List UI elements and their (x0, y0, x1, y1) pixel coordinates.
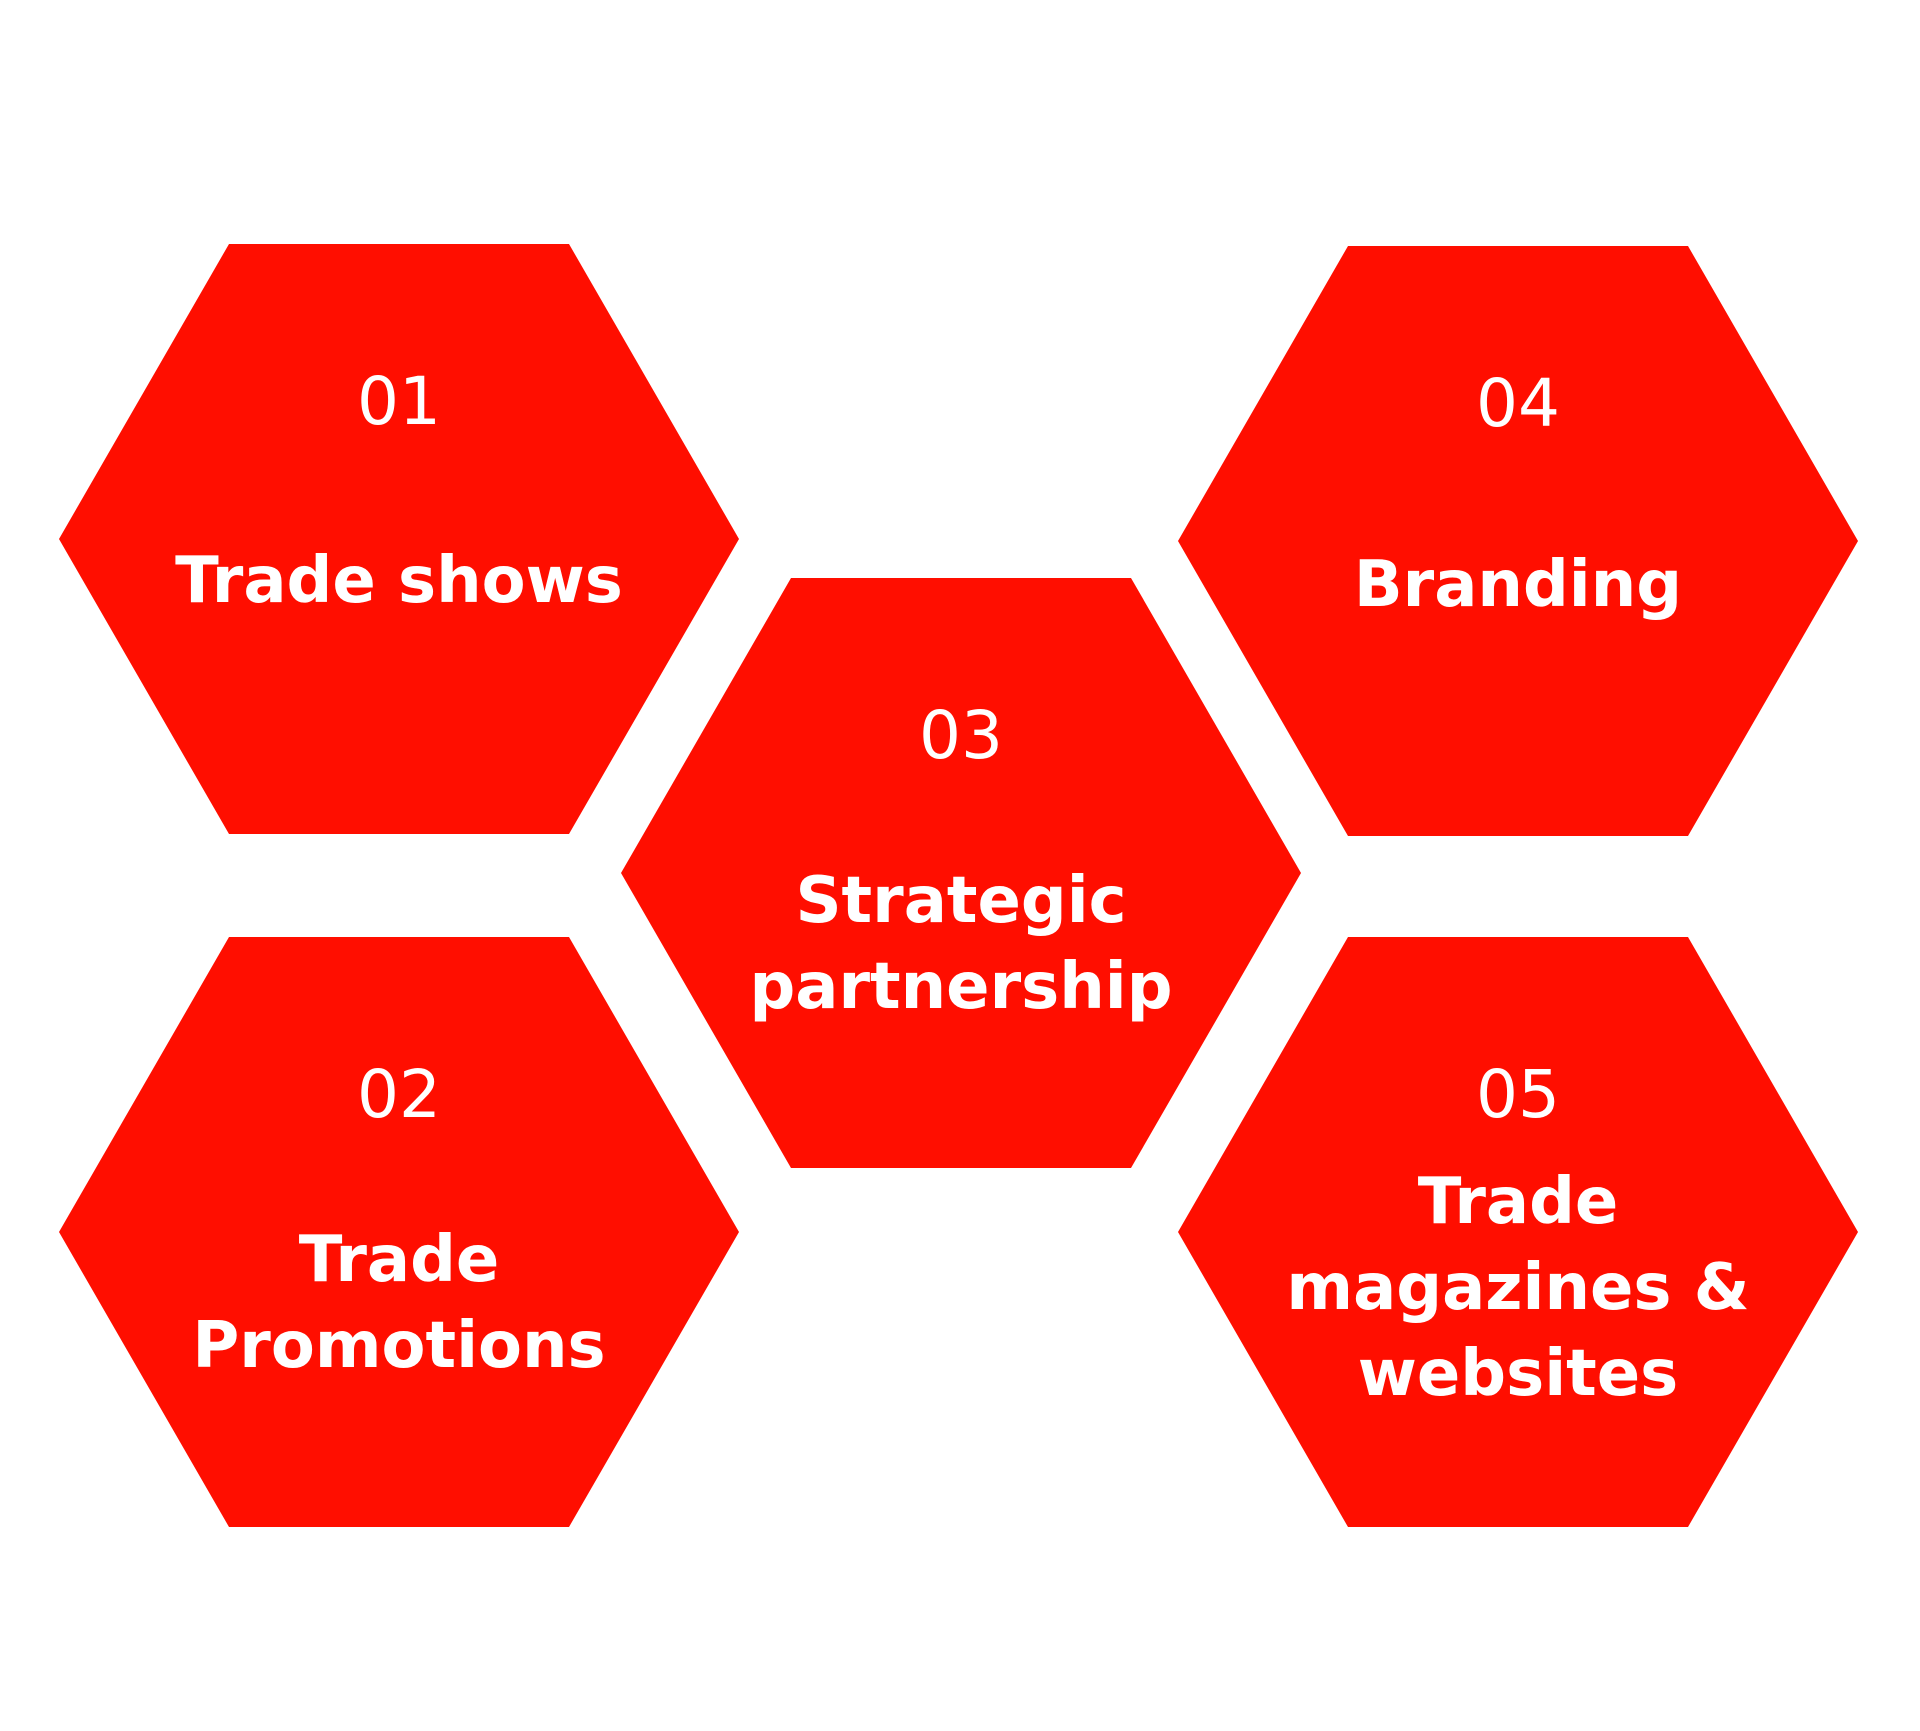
hexagon-shape (59, 244, 739, 834)
item-number: 03 (919, 697, 1003, 774)
item-label: Strategic partnership (749, 864, 1173, 1024)
item-label: Trade Promotions (192, 1223, 606, 1383)
hexagon-shape (59, 937, 739, 1527)
item-number: 04 (1476, 365, 1560, 442)
hexagon-item-01: 01 Trade shows (59, 244, 739, 834)
hexagon-item-03: 03 Strategic partnership (621, 578, 1301, 1168)
hexagon-item-05: 05 Trade magazines & websites (1178, 937, 1858, 1527)
item-number: 05 (1476, 1056, 1560, 1133)
item-label: Trade magazines & websites (1286, 1165, 1750, 1411)
item-label: Trade shows (175, 544, 623, 618)
hexagon-shape (1178, 937, 1858, 1527)
item-number: 02 (357, 1056, 441, 1133)
hexagon-shape (621, 578, 1301, 1168)
item-number: 01 (357, 363, 441, 440)
hexagon-shape (1178, 246, 1858, 836)
hexagon-item-02: 02 Trade Promotions (59, 937, 739, 1527)
hexagon-item-04: 04 Branding (1178, 246, 1858, 836)
item-label: Branding (1353, 548, 1683, 622)
